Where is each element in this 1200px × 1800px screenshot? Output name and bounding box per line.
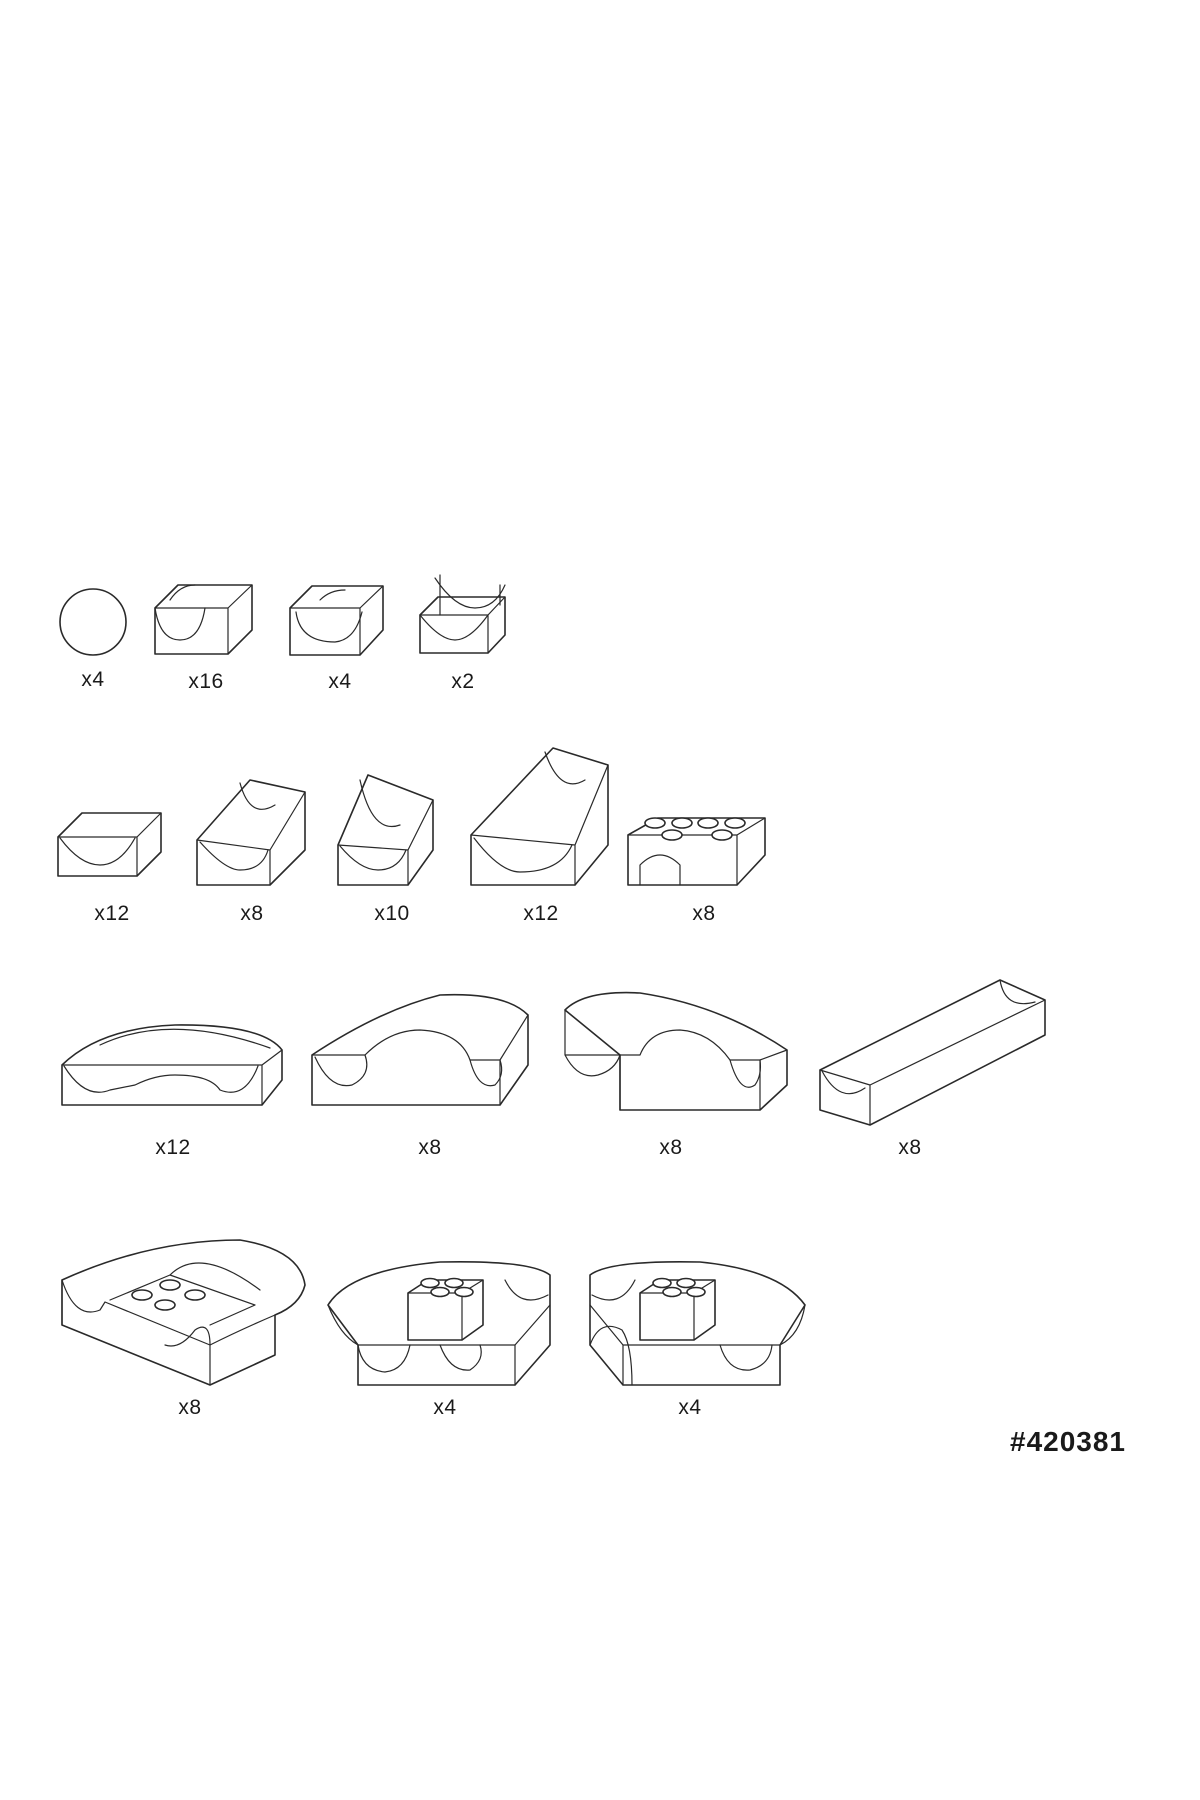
arch-brick-2x4-icon [627, 817, 766, 886]
part-quantity-label: x8 [240, 902, 264, 925]
part-quantity-label: x8 [692, 902, 716, 925]
part-quantity-label: x12 [94, 902, 130, 925]
s-curve-left-track-icon [311, 993, 529, 1106]
marble-ball-icon [59, 588, 127, 656]
part-quantity-label: x4 [433, 1396, 457, 1419]
part-quantity-label: x16 [188, 670, 224, 693]
funnel-bowl-left-icon [327, 1260, 551, 1386]
u-turn-base-plate-icon [61, 1239, 306, 1386]
funnel-bowl-right-icon [589, 1260, 806, 1386]
cube-cross-channel-block-icon [419, 574, 506, 654]
part-quantity-label: x12 [155, 1136, 191, 1159]
part-quantity-label: x8 [659, 1136, 683, 1159]
short-channel-icon [57, 812, 162, 877]
part-quantity-label: x4 [81, 668, 105, 691]
steep-ramp-icon [337, 774, 434, 886]
part-quantity-label: x8 [178, 1396, 202, 1419]
part-quantity-label: x4 [328, 670, 352, 693]
curved-track-icon [61, 1024, 283, 1106]
s-curve-right-track-icon [564, 991, 788, 1111]
cube-curve-block-icon [289, 585, 384, 656]
part-quantity-label: x4 [678, 1396, 702, 1419]
cube-channel-block-icon [154, 584, 253, 655]
part-quantity-label: x12 [523, 902, 559, 925]
part-quantity-label: x8 [898, 1136, 922, 1159]
part-quantity-label: x8 [418, 1136, 442, 1159]
straight-track-icon [819, 979, 1046, 1126]
item-number: #420381 [1010, 1426, 1127, 1457]
part-quantity-label: x2 [451, 670, 475, 693]
part-quantity-label: x10 [374, 902, 410, 925]
long-ramp-icon [470, 747, 609, 886]
channel-ramp-icon [196, 779, 306, 886]
